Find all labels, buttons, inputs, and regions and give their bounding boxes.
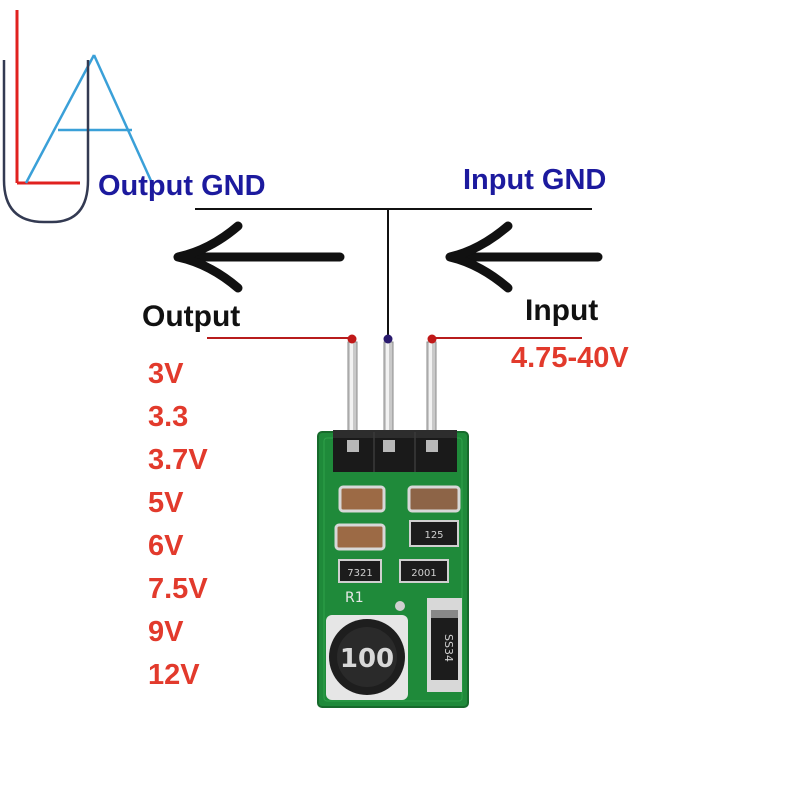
diode-marking: SS34 — [442, 634, 455, 662]
output-voltage-item: 9V — [148, 616, 184, 648]
input-voltage-range: 4.75-40V — [511, 342, 629, 374]
silkscreen-r1: R1 — [345, 590, 364, 606]
logo-mark — [2, 10, 154, 224]
gnd-pin-dot — [383, 334, 393, 344]
output-voltage-item: 12V — [148, 659, 200, 691]
output-voltage-item: 5V — [148, 487, 184, 519]
pin-output — [347, 341, 358, 443]
pcb-board: 125 7321 2001 R1 100 SS34 — [317, 430, 469, 708]
inductor-marking: 100 — [340, 644, 394, 674]
output-voltage-item: 3.7V — [148, 444, 208, 476]
ic-marking-125: 125 — [424, 530, 443, 541]
output-arrow — [173, 221, 345, 293]
pin-gnd — [383, 341, 394, 443]
output-voltage-item: 3V — [148, 358, 184, 390]
output-gnd-label: Output GND — [98, 170, 266, 202]
output-label: Output — [142, 300, 241, 333]
output-voltage-item: 7.5V — [148, 573, 208, 605]
pin-input — [426, 341, 437, 443]
input-pin-dot — [427, 334, 437, 344]
res-marking-7321: 7321 — [347, 568, 372, 579]
output-voltage-item: 3.3 — [148, 401, 189, 433]
input-label: Input — [525, 294, 599, 327]
output-pin-dot — [347, 334, 357, 344]
input-gnd-label: Input GND — [463, 164, 607, 196]
input-arrow — [445, 221, 603, 293]
output-voltage-item: 6V — [148, 530, 184, 562]
output-voltage-list: 3V 3.3 3.7V 5V 6V 7.5V 9V 12V — [148, 360, 208, 704]
res-marking-2001: 2001 — [411, 568, 436, 579]
